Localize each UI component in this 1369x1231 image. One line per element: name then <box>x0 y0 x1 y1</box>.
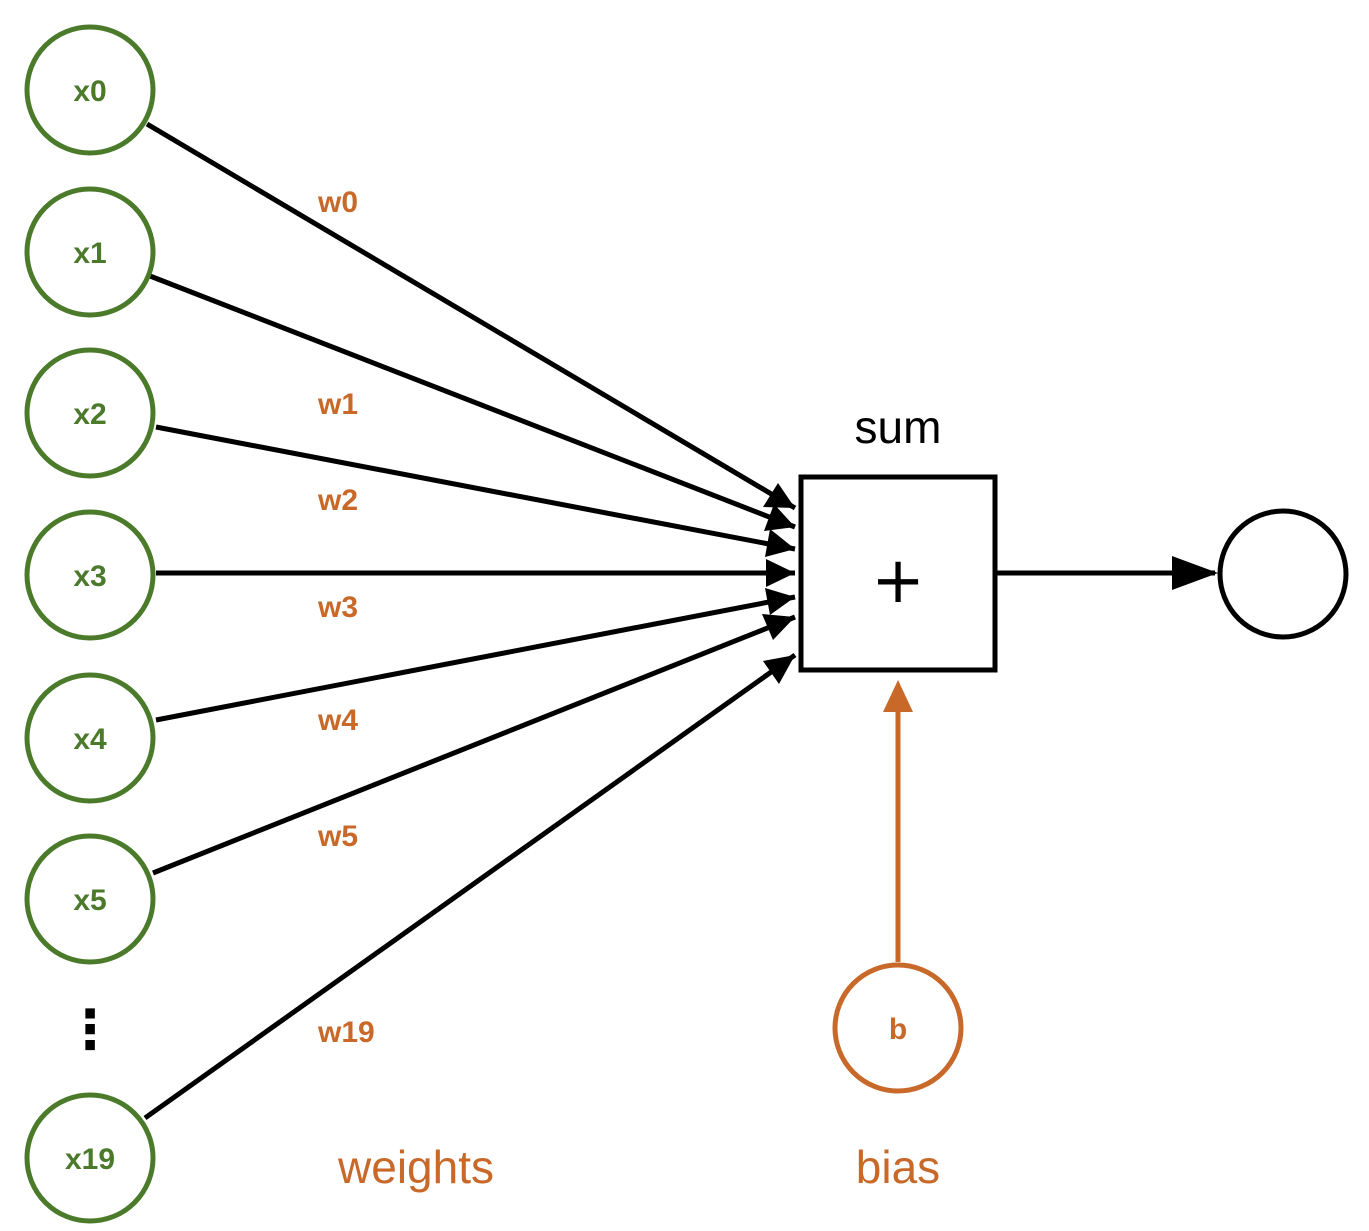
ellipsis-icon: ⋮ <box>63 998 117 1061</box>
input-node-x19: x19 <box>24 1092 156 1224</box>
input-node-x5: x5 <box>24 833 156 965</box>
bias-node-label: b <box>889 1013 907 1046</box>
input-node-x0: x0 <box>24 24 156 156</box>
edge-x4 <box>155 594 796 723</box>
sum-box <box>798 474 998 673</box>
input-node-x4: x4 <box>24 672 156 804</box>
weight-label-w2: w2 <box>317 484 358 517</box>
arrowhead-x0 <box>763 483 795 508</box>
sum-title: sum <box>855 401 942 453</box>
edge-x0 <box>145 121 797 511</box>
input-label-x1: x1 <box>73 237 106 270</box>
input-label-x2: x2 <box>73 398 106 431</box>
edge-x19 <box>143 652 797 1121</box>
input-label-x5: x5 <box>73 884 106 917</box>
weight-label-w3: w3 <box>317 591 358 624</box>
arrowhead-x3 <box>766 559 795 587</box>
input-node-x2: x2 <box>24 347 156 479</box>
weight-label-w0: w0 <box>317 186 358 219</box>
input-node-x3: x3 <box>24 509 156 641</box>
weights-caption: weights <box>337 1141 494 1193</box>
sum-node: sum + <box>798 401 998 673</box>
arrowhead-x1 <box>764 504 795 531</box>
edge-x5 <box>152 614 796 876</box>
weight-label-w5: w5 <box>317 820 358 853</box>
input-label-x4: x4 <box>73 723 107 756</box>
edge-x1 <box>149 273 796 530</box>
input-label-x0: x0 <box>73 75 106 108</box>
arrowhead-x2 <box>765 529 795 557</box>
plus-icon: + <box>871 544 925 618</box>
output-arrowhead <box>1172 556 1218 590</box>
arrowhead-x5 <box>762 614 795 640</box>
input-nodes: x0 x1 x2 x3 x4 x5 x19 <box>24 24 156 1224</box>
input-label-x3: x3 <box>73 560 106 593</box>
arrowhead-x4 <box>765 588 795 615</box>
weight-label-w4: w4 <box>317 704 358 737</box>
weight-label-w19: w19 <box>317 1016 375 1049</box>
input-edges <box>143 121 797 1121</box>
bias-caption: bias <box>856 1141 940 1193</box>
weight-labels: w0 w1 w2 w3 w4 w5 w19 <box>317 186 375 1049</box>
bias-node: b <box>832 962 964 1094</box>
input-label-x19: x19 <box>65 1143 115 1176</box>
bias-arrowhead <box>883 680 913 712</box>
output-node <box>1217 508 1349 640</box>
input-node-x1: x1 <box>24 186 156 318</box>
arrowhead-x19 <box>763 655 795 684</box>
weight-label-w1: w1 <box>317 388 358 421</box>
edge-x2 <box>155 424 796 552</box>
